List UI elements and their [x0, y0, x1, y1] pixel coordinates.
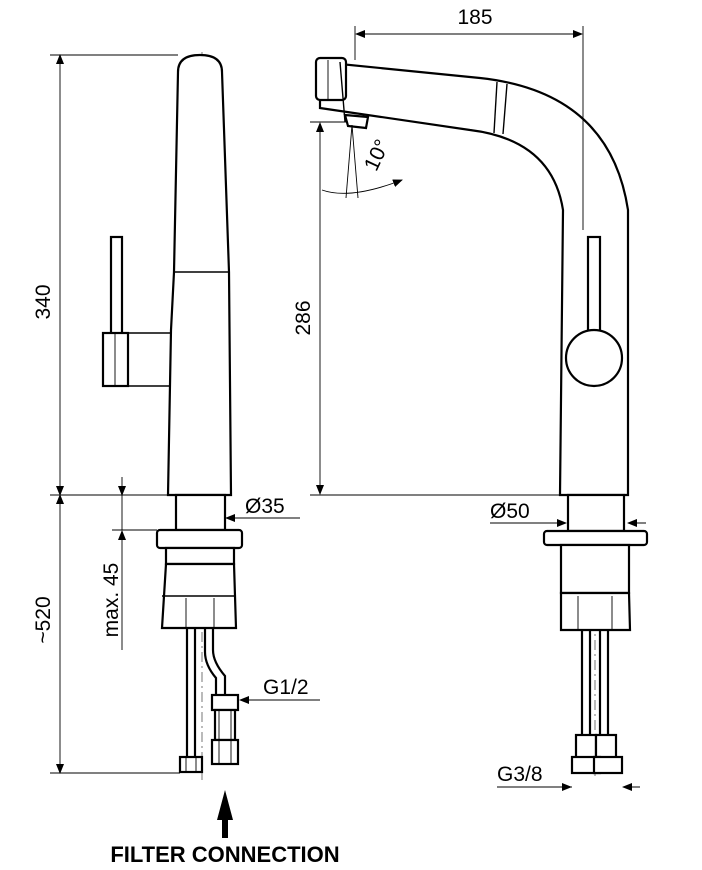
dim-total-height: 340 — [32, 284, 55, 319]
dim-reach: 185 — [457, 6, 492, 29]
filter-connection-caption: FILTER CONNECTION — [110, 842, 339, 867]
dim-base-diameter-left: Ø35 — [245, 495, 285, 518]
dimension-lines — [50, 26, 646, 838]
dim-max-thickness: max. 45 — [100, 563, 123, 638]
dim-spout-height: 286 — [292, 300, 315, 335]
right-front-view — [314, 56, 649, 780]
dim-under-length: ~520 — [32, 596, 55, 643]
dim-base-diameter-right: Ø50 — [490, 500, 530, 523]
dim-thread-left: G1/2 — [263, 676, 309, 699]
left-side-view — [101, 52, 244, 780]
dim-thread-right: G3/8 — [497, 763, 543, 786]
dim-angle: 10° — [360, 136, 394, 175]
